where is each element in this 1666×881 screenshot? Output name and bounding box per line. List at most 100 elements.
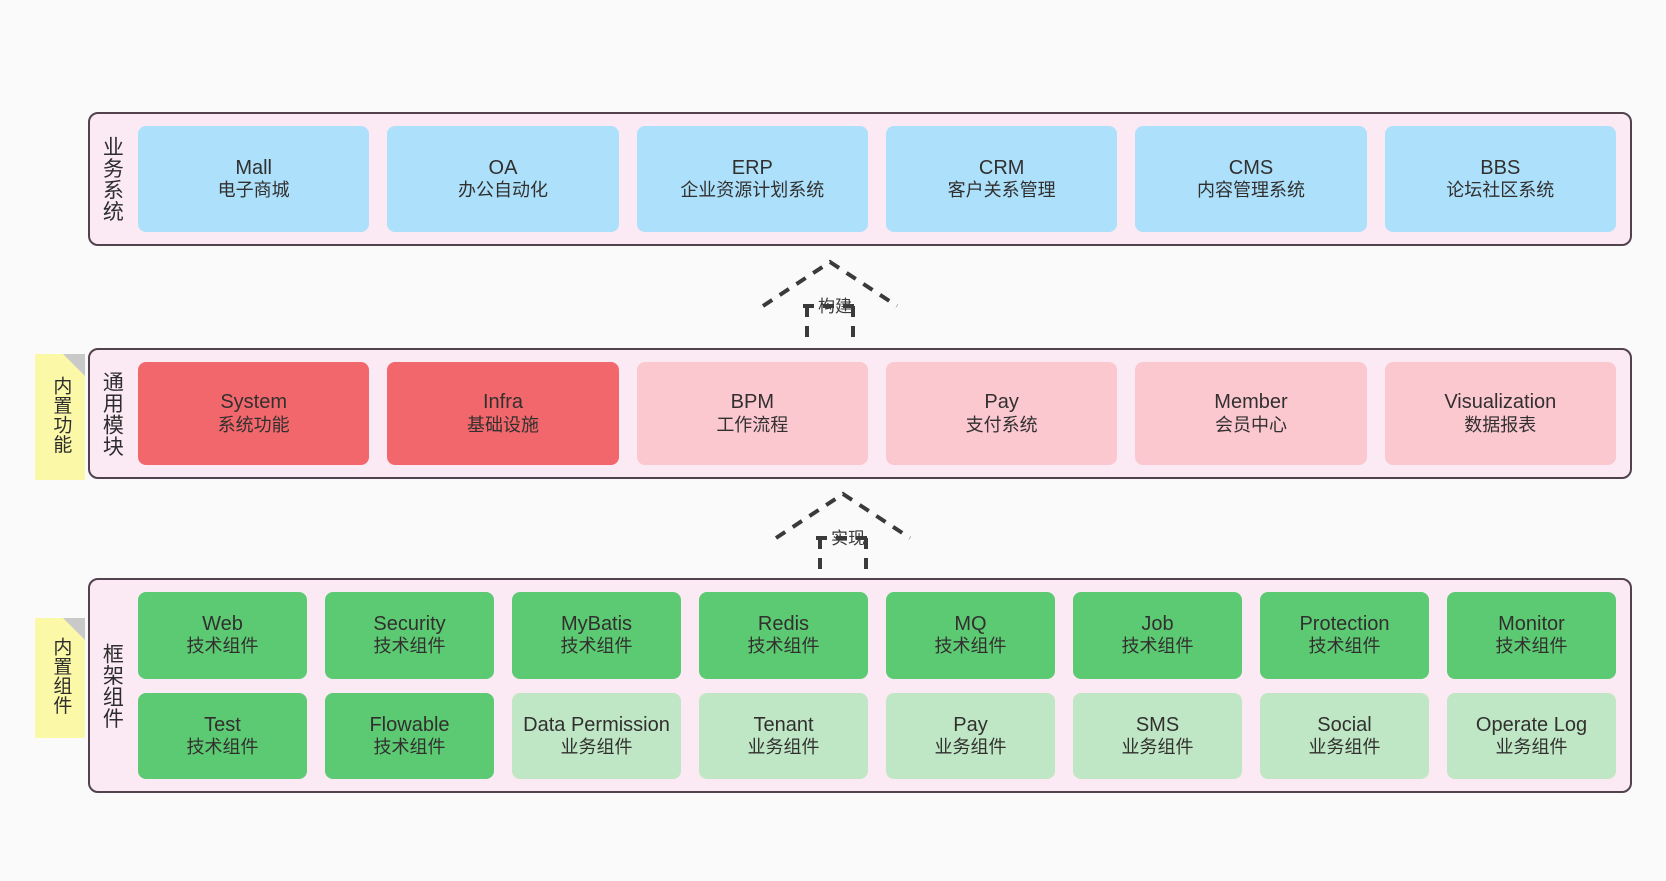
node-infra-en: Infra — [482, 391, 523, 414]
node-bbs[interactable]: BBS 论坛社区系统 — [1384, 126, 1616, 232]
node-cms-en: CMS — [1228, 156, 1274, 179]
layer-body-framework: Web 技术组件 Security 技术组件 MyBatis 技术组件 Redi… — [132, 580, 1630, 791]
node-member-cn: 会员中心 — [1214, 414, 1287, 435]
node-crm-en: CRM — [978, 156, 1025, 179]
layer-title-common: 通用模块 — [100, 370, 124, 457]
node-social-en: Social — [1317, 713, 1372, 736]
node-flowable[interactable]: Flowable 技术组件 — [325, 692, 494, 779]
node-mq-cn: 技术组件 — [934, 636, 1007, 657]
connector-implement-label: 实现 — [831, 529, 865, 548]
node-visualization-cn: 数据报表 — [1464, 414, 1537, 435]
node-data-permission-cn: 业务组件 — [560, 736, 633, 757]
node-redis[interactable]: Redis 技术组件 — [699, 592, 868, 679]
node-monitor-en: Monitor — [1498, 613, 1565, 636]
node-operate-log-en: Operate Log — [1475, 713, 1588, 736]
node-monitor[interactable]: Monitor 技术组件 — [1447, 592, 1616, 679]
node-oa-cn: 办公自动化 — [457, 180, 548, 201]
build-arrowhead — [761, 259, 899, 308]
layer-title-framework: 框架组件 — [100, 642, 124, 729]
node-pay-module[interactable]: Pay 支付系统 — [885, 362, 1118, 465]
node-job-en: Job — [1141, 613, 1174, 636]
node-test-cn: 技术组件 — [186, 736, 259, 757]
layer-body-business: Mall 电子商城 OA 办公自动化 ERP 企业资源计划系统 CRM 客户关系… — [132, 114, 1630, 244]
layer-framework-component: 框架组件 Web 技术组件 Security 技术组件 MyBatis 技术组件… — [88, 578, 1632, 793]
node-pay-module-en: Pay — [984, 391, 1019, 414]
node-data-permission[interactable]: Data Permission 业务组件 — [512, 692, 681, 779]
node-protection-en: Protection — [1299, 613, 1390, 636]
sticky-fold-corner-icon — [63, 354, 85, 376]
node-operate-log-cn: 业务组件 — [1495, 736, 1568, 757]
connector-build: 构建 — [755, 258, 905, 344]
node-security[interactable]: Security 技术组件 — [325, 592, 494, 679]
node-bpm-cn: 工作流程 — [716, 414, 789, 435]
sticky-note-builtin-component-label: 内置组件 — [50, 637, 72, 715]
node-test-en: Test — [204, 713, 241, 736]
node-member[interactable]: Member 会员中心 — [1135, 362, 1367, 465]
node-social-cn: 业务组件 — [1308, 736, 1381, 757]
node-protection-cn: 技术组件 — [1308, 636, 1381, 657]
node-bpm-en: BPM — [730, 391, 774, 414]
framework-node-row-2: Test 技术组件 Flowable 技术组件 Data Permission … — [138, 692, 1616, 779]
sticky-note-builtin-function-label: 内置功能 — [50, 376, 72, 454]
common-node-row: System 系统功能 Infra 基础设施 BPM 工作流程 Pay 支付系统… — [138, 362, 1616, 465]
node-security-en: Security — [373, 613, 446, 636]
business-node-row: Mall 电子商城 OA 办公自动化 ERP 企业资源计划系统 CRM 客户关系… — [138, 126, 1616, 232]
node-mq[interactable]: MQ 技术组件 — [886, 592, 1055, 679]
node-bbs-en: BBS — [1480, 156, 1521, 179]
node-job-cn: 技术组件 — [1121, 636, 1194, 657]
node-cms-cn: 内容管理系统 — [1196, 180, 1305, 201]
node-crm[interactable]: CRM 客户关系管理 — [885, 126, 1118, 232]
node-system-cn: 系统功能 — [217, 414, 290, 435]
node-pay-component[interactable]: Pay 业务组件 — [886, 692, 1055, 779]
node-monitor-cn: 技术组件 — [1495, 636, 1568, 657]
connector-build-label: 构建 — [818, 297, 852, 316]
connector-implement: 实现 — [768, 490, 918, 576]
node-redis-en: Redis — [757, 613, 810, 636]
node-oa-en: OA — [488, 156, 518, 179]
node-mq-en: MQ — [954, 613, 987, 636]
node-visualization[interactable]: Visualization 数据报表 — [1384, 362, 1616, 465]
node-mybatis-en: MyBatis — [560, 613, 633, 636]
node-bpm[interactable]: BPM 工作流程 — [636, 362, 868, 465]
node-social[interactable]: Social 业务组件 — [1260, 692, 1429, 779]
node-system-en: System — [220, 391, 287, 414]
node-operate-log[interactable]: Operate Log 业务组件 — [1447, 692, 1616, 779]
node-sms-cn: 业务组件 — [1121, 736, 1194, 757]
node-flowable-cn: 技术组件 — [373, 736, 446, 757]
sticky-fold-corner-icon — [63, 618, 85, 640]
node-protection[interactable]: Protection 技术组件 — [1260, 592, 1429, 679]
node-test[interactable]: Test 技术组件 — [138, 692, 307, 779]
node-visualization-en: Visualization — [1444, 391, 1557, 414]
layer-title-business: 业务系统 — [100, 136, 124, 222]
node-system[interactable]: System 系统功能 — [138, 362, 370, 465]
node-bbs-cn: 论坛社区系统 — [1446, 180, 1555, 201]
node-tenant[interactable]: Tenant 业务组件 — [699, 692, 868, 779]
node-pay-component-cn: 业务组件 — [934, 736, 1007, 757]
node-sms-en: SMS — [1135, 713, 1180, 736]
node-security-cn: 技术组件 — [373, 636, 446, 657]
node-mall-cn: 电子商城 — [217, 180, 290, 201]
node-web-cn: 技术组件 — [186, 636, 259, 657]
node-erp-en: ERP — [731, 156, 773, 179]
framework-node-row-1: Web 技术组件 Security 技术组件 MyBatis 技术组件 Redi… — [138, 592, 1616, 679]
node-pay-component-en: Pay — [953, 713, 988, 736]
node-infra[interactable]: Infra 基础设施 — [387, 362, 619, 465]
node-web[interactable]: Web 技术组件 — [138, 592, 307, 679]
node-sms[interactable]: SMS 业务组件 — [1073, 692, 1242, 779]
node-erp[interactable]: ERP 企业资源计划系统 — [636, 126, 868, 232]
node-mybatis[interactable]: MyBatis 技术组件 — [512, 592, 681, 679]
node-infra-cn: 基础设施 — [466, 414, 539, 435]
sticky-note-builtin-function: 内置功能 — [35, 354, 85, 480]
layer-body-common: System 系统功能 Infra 基础设施 BPM 工作流程 Pay 支付系统… — [132, 350, 1630, 477]
node-job[interactable]: Job 技术组件 — [1073, 592, 1242, 679]
node-mybatis-cn: 技术组件 — [560, 636, 633, 657]
node-data-permission-en: Data Permission — [523, 713, 670, 736]
node-erp-cn: 企业资源计划系统 — [680, 180, 825, 201]
node-member-en: Member — [1214, 391, 1288, 414]
node-oa[interactable]: OA 办公自动化 — [387, 126, 619, 232]
impl-arrowhead — [774, 491, 912, 540]
node-tenant-cn: 业务组件 — [747, 736, 820, 757]
node-cms[interactable]: CMS 内容管理系统 — [1135, 126, 1367, 232]
node-mall[interactable]: Mall 电子商城 — [138, 126, 370, 232]
